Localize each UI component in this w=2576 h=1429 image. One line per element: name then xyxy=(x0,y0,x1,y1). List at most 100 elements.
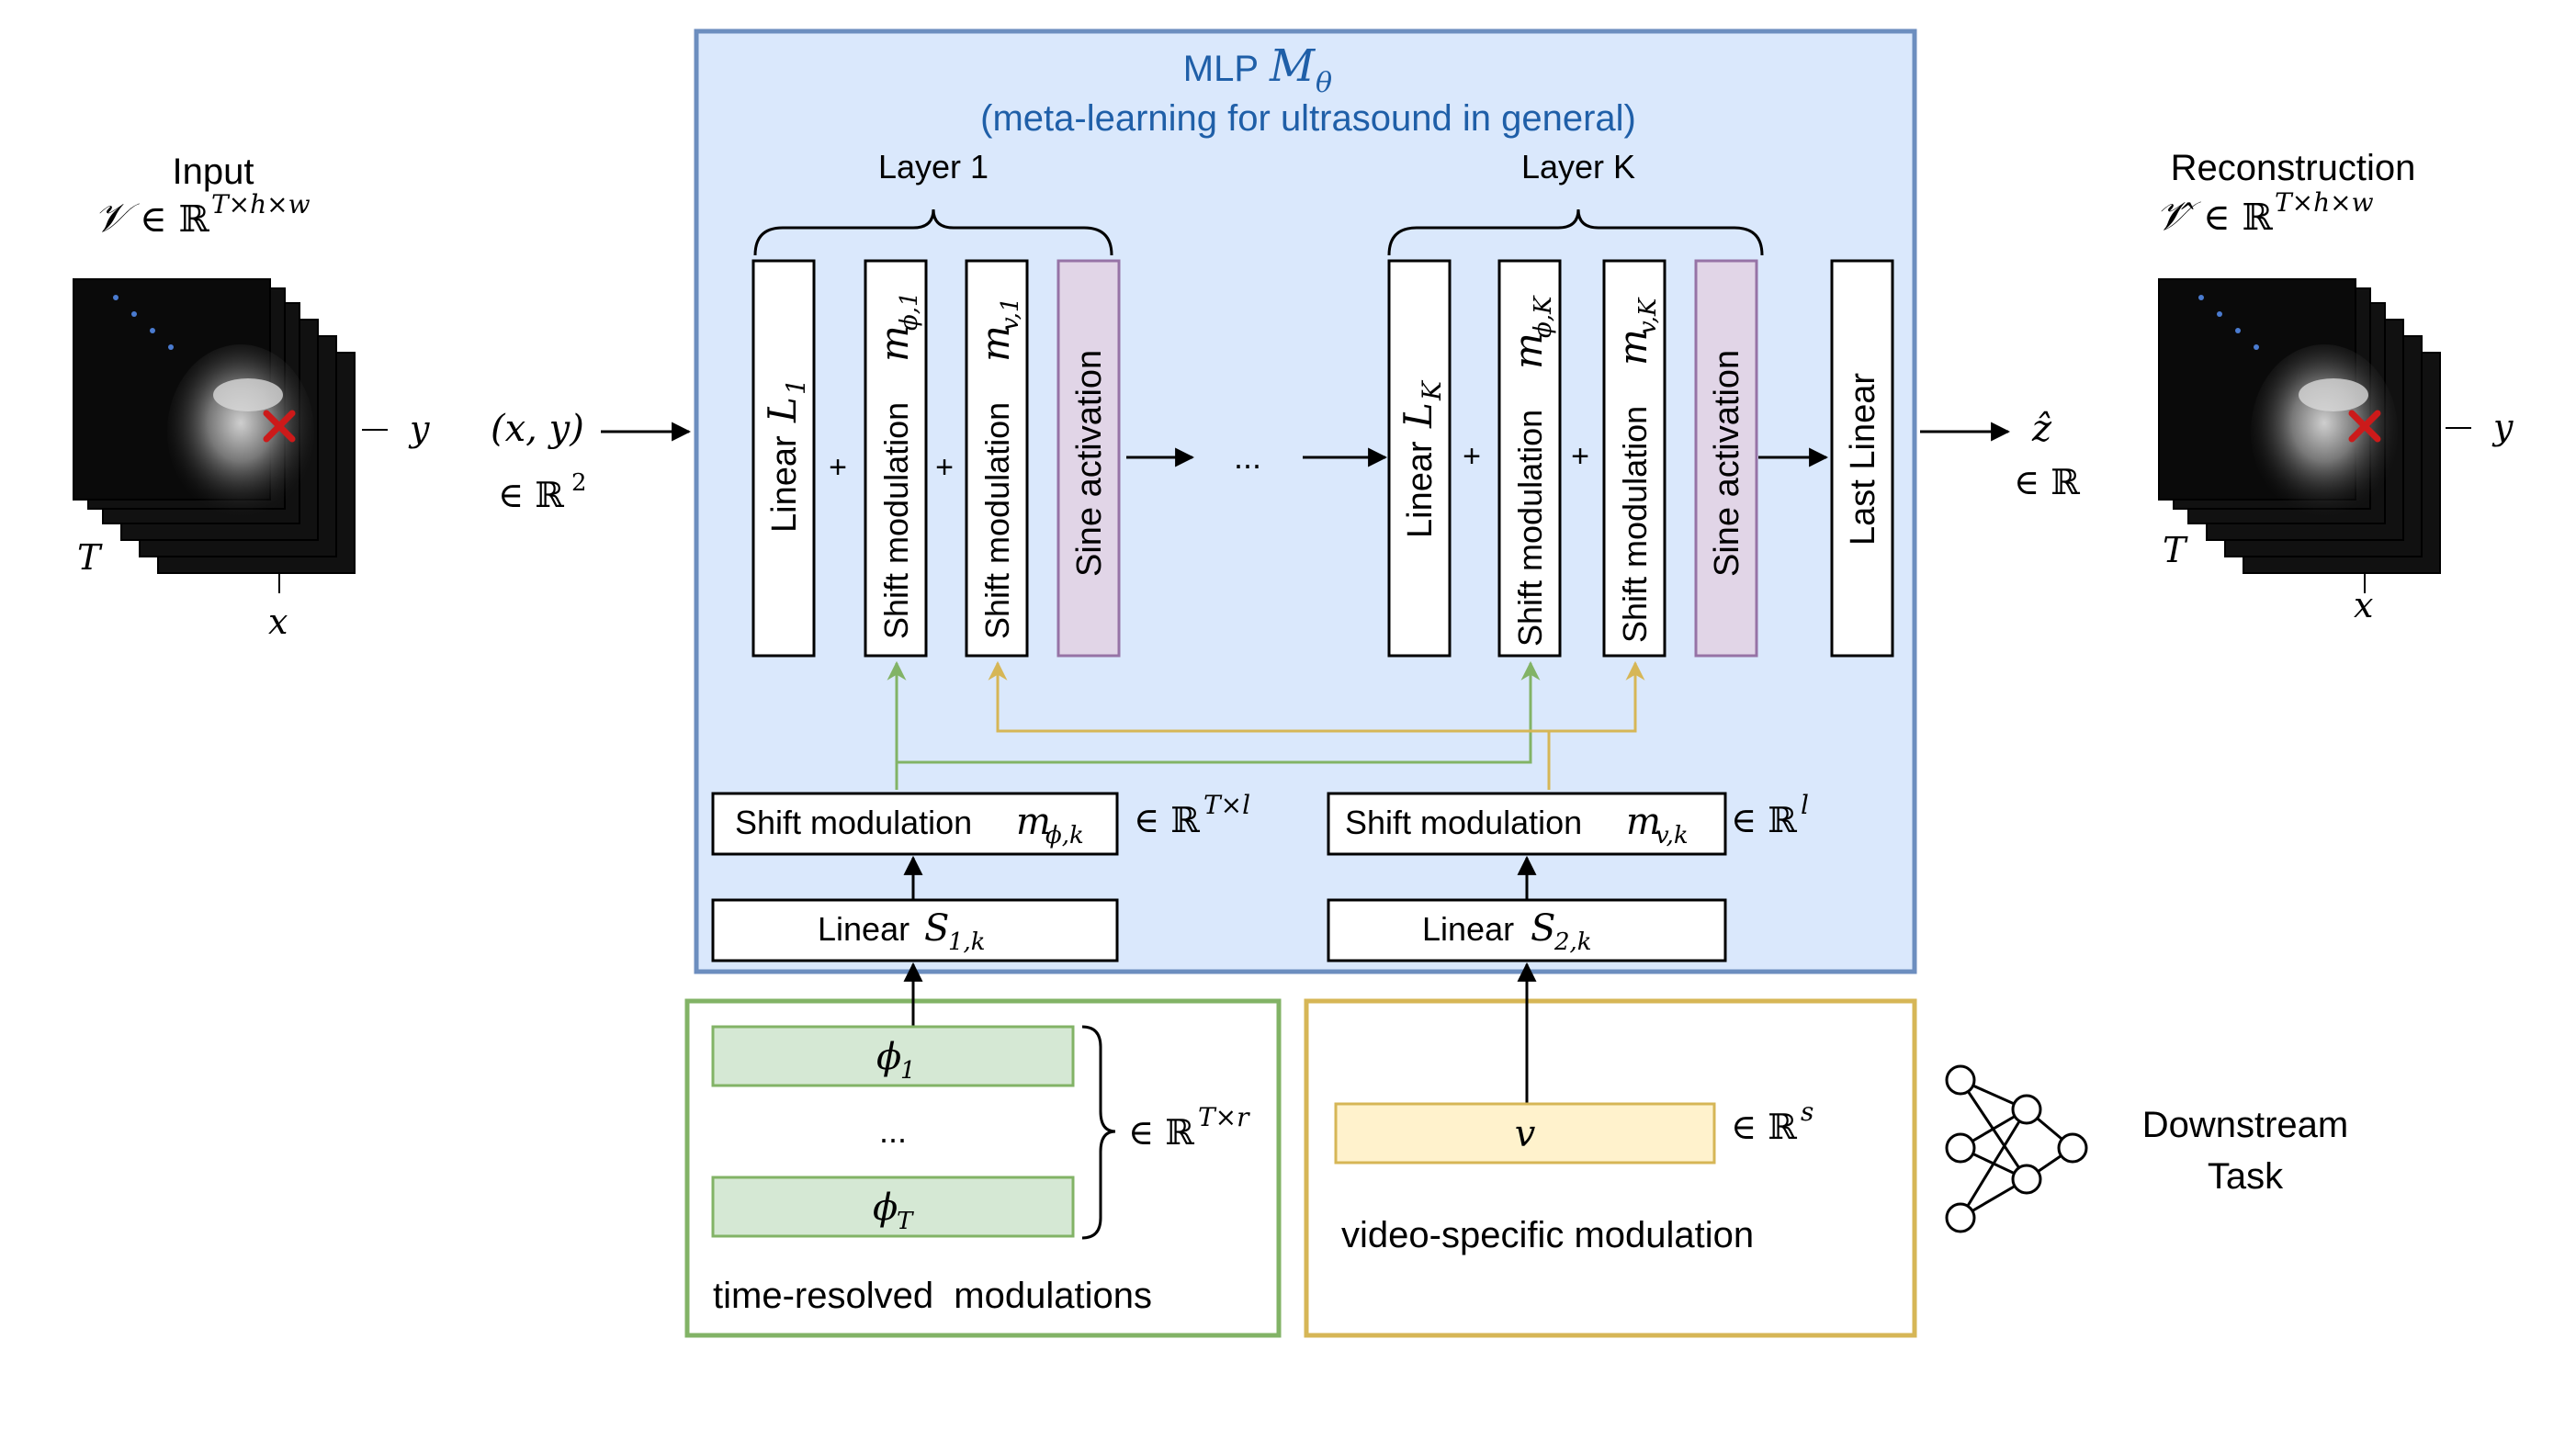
shift-v-k-sub: v,k xyxy=(1655,822,1689,850)
layerk-linear-text: Linear xyxy=(1401,441,1440,538)
phiT-symbol: ϕ xyxy=(873,1187,898,1229)
output-formula-symbol: 𝒱̂ xyxy=(2155,193,2201,240)
shift-phi-k-box: Shift modulation m ϕ,k xyxy=(711,792,1119,856)
ultrasound-highlight xyxy=(2299,378,2368,411)
plus-sign: + xyxy=(1571,439,1589,474)
layer1-linear-math: L xyxy=(760,397,805,423)
phi1-sub: 1 xyxy=(900,1057,916,1085)
layerk-sine-text: Sine activation xyxy=(1708,350,1746,577)
plus-sign: + xyxy=(1463,439,1481,474)
layerk-sine: Sine activation xyxy=(1694,259,1758,658)
phiT-sub: T xyxy=(897,1208,914,1235)
mlp-title-math: M xyxy=(1269,40,1316,92)
layerk-shift-phi-text: Shift modulation xyxy=(1511,410,1549,647)
linear-s1-text: Linear xyxy=(818,910,910,948)
output-axis-x: x xyxy=(2354,585,2373,625)
layer1-shift-v-sub: v,1 xyxy=(997,298,1024,331)
coords-label: (x, y) xyxy=(491,408,584,450)
input-title: Input xyxy=(173,152,254,192)
layerk-shift-v-sub: v,K xyxy=(1634,297,1662,334)
plus-sign: + xyxy=(935,450,954,485)
coords-input: (x, y) ∈ ℝ 2 xyxy=(491,408,587,515)
linear-s2-sub: 2,k xyxy=(1554,928,1592,956)
coords-set: ∈ ℝ xyxy=(498,475,564,515)
linear-s1-sub: 1,k xyxy=(948,928,986,956)
cross-marker-icon xyxy=(2348,410,2381,443)
layerk-shift-v-text: Shift modulation xyxy=(1616,406,1654,643)
downstream-line1: Downstream xyxy=(2142,1105,2349,1145)
shift-v-k-set: ∈ ℝ xyxy=(1731,800,1797,840)
linear-s1-box: Linear S 1,k xyxy=(711,898,1119,962)
output-zhat-set: ∈ ℝ xyxy=(2014,462,2080,502)
time-mod-set: ∈ ℝ xyxy=(1128,1112,1194,1153)
layerk-linear: Linear L K xyxy=(1387,259,1452,658)
layer1-shift-phi: Shift modulation m ϕ,1 xyxy=(864,259,928,658)
shift-v-k-text: Shift modulation xyxy=(1345,804,1582,841)
mlp-subtitle: (meta-learning for ultrasound in general… xyxy=(980,98,1636,139)
input-formula-exponent: T×h×w xyxy=(211,189,311,219)
cross-marker-icon xyxy=(263,410,296,443)
downstream-line2: Task xyxy=(2208,1156,2284,1197)
layer1-shift-phi-sub: ϕ,1 xyxy=(896,291,923,331)
shift-v-k-exp: l xyxy=(1801,790,1809,820)
layer1-shift-phi-m: m xyxy=(872,325,917,362)
time-mod-ellipsis: ... xyxy=(879,1112,907,1150)
time-mod-exp: T×r xyxy=(1198,1102,1250,1132)
input-axis-x: x xyxy=(268,602,288,642)
layer1-linear-sub: 1 xyxy=(781,378,811,395)
layer1-label: Layer 1 xyxy=(878,148,989,186)
layer1-shift-v-text: Shift modulation xyxy=(978,402,1016,639)
neural-network-icon xyxy=(1945,1064,2088,1233)
v-symbol: v xyxy=(1515,1113,1536,1155)
layer1-sine: Sine activation xyxy=(1056,259,1121,658)
input-frame-stack xyxy=(73,278,356,574)
plus-sign: + xyxy=(829,450,847,485)
output-frame-stack xyxy=(2158,278,2441,574)
layer1-linear-text: Linear xyxy=(765,435,804,533)
frame-dots xyxy=(2198,295,2259,350)
layerk-brace xyxy=(1387,208,1764,256)
shift-phi-k-exp: T×l xyxy=(1203,790,1250,820)
output-axis-t: T xyxy=(2163,530,2188,570)
layerk-shift-phi-sub: ϕ,K xyxy=(1530,295,1557,338)
phi1-symbol: ϕ xyxy=(876,1036,901,1078)
mlp-title-prefix: MLP xyxy=(1183,49,1259,89)
output-zhat: ẑ xyxy=(2031,408,2052,450)
yellow-routing xyxy=(988,660,1645,790)
input-formula-symbol: 𝒱 xyxy=(94,195,140,242)
video-mod-caption: video-specific modulation xyxy=(1341,1215,1754,1255)
linear-s2-math: S xyxy=(1531,907,1555,950)
shift-phi-k-sub: ϕ,k xyxy=(1045,822,1084,850)
linear-s2-text: Linear xyxy=(1422,910,1514,948)
ultrasound-image xyxy=(167,344,314,519)
shift-phi-k-text: Shift modulation xyxy=(735,804,972,841)
phiT-box: ϕ T xyxy=(711,1176,1075,1238)
video-mod-set: ∈ ℝ xyxy=(1731,1107,1797,1147)
time-mod-caption: time-resolved modulations xyxy=(713,1276,1152,1316)
linear-s2-box: Linear S 2,k xyxy=(1327,898,1727,962)
input-axis-y: y xyxy=(408,409,430,449)
shift-phi-k-m: m xyxy=(1016,801,1051,843)
layerk-linear-sub: K xyxy=(1417,379,1447,401)
output-title: Reconstruction xyxy=(2171,148,2416,188)
layerk-shift-phi: Shift modulation m ϕ,K xyxy=(1497,259,1562,658)
ultrasound-highlight xyxy=(213,378,283,411)
layerk-label: Layer K xyxy=(1521,148,1635,186)
green-routing xyxy=(887,660,1541,790)
layer1-linear: Linear L 1 xyxy=(751,259,816,658)
output-formula-set: ∈ ℝ xyxy=(2203,197,2273,239)
layerk-shift-v: Shift modulation m v,K xyxy=(1602,259,1666,658)
layer1-shift-v-m: m xyxy=(973,325,1018,362)
video-mod-exp: s xyxy=(1801,1097,1813,1127)
layerk-shift-phi-m: m xyxy=(1506,332,1551,369)
linear-s1-math: S xyxy=(924,907,949,950)
time-mod-brace xyxy=(1081,1025,1116,1240)
video-modulation-box xyxy=(1304,998,1917,1338)
layer1-shift-v: Shift modulation m v,1 xyxy=(965,259,1029,658)
layer1-brace xyxy=(753,208,1113,256)
shift-v-k-box: Shift modulation m v,k xyxy=(1327,792,1727,856)
mlp-title-sub: θ xyxy=(1316,67,1332,99)
input-panel: Input 𝒱 ∈ ℝ T×h×w y x T xyxy=(73,152,430,642)
output-panel: Reconstruction 𝒱̂ ∈ ℝ T×h×w y x T xyxy=(2155,148,2514,625)
